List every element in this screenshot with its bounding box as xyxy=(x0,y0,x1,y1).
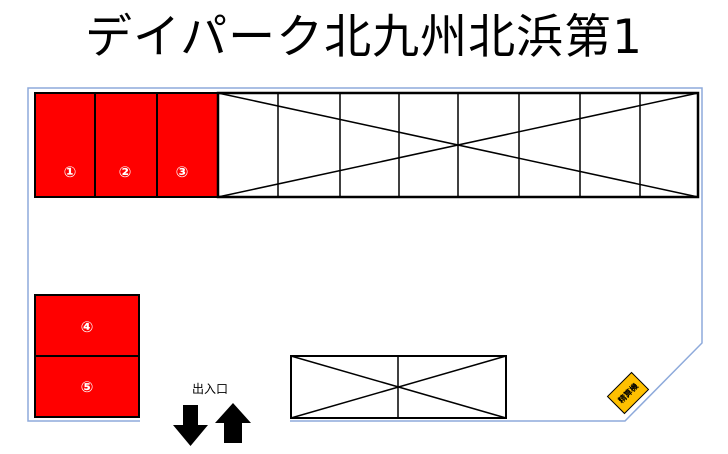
arrow-up-icon xyxy=(215,403,251,443)
page-title: デイパーク北九州北浜第1 xyxy=(85,10,643,65)
stall-3[interactable] xyxy=(156,92,219,198)
stall-3-label: ③ xyxy=(176,163,189,181)
bottom-unavailable-area xyxy=(290,355,507,419)
payment-machine[interactable]: 精算機 xyxy=(606,371,650,415)
stall-1[interactable] xyxy=(34,92,96,198)
left-stalls: ④ ⑤ xyxy=(34,294,140,418)
arrow-down-icon xyxy=(173,405,208,446)
top-row-stalls: ① ② ③ xyxy=(34,92,219,198)
stall-2[interactable] xyxy=(94,92,158,198)
stall-4[interactable] xyxy=(34,294,140,357)
entrance-label: 出入口 xyxy=(192,382,228,396)
cross-line xyxy=(290,355,507,419)
stall-4-label: ④ xyxy=(81,318,94,336)
stall-5-label: ⑤ xyxy=(81,378,94,396)
stall-1-label: ① xyxy=(64,163,77,181)
entrance: 出入口 xyxy=(173,382,251,446)
top-unavailable-area xyxy=(216,91,700,199)
cross-line xyxy=(217,92,699,198)
stall-5[interactable] xyxy=(34,355,140,418)
lot-boundary xyxy=(27,87,703,422)
stall-2-label: ② xyxy=(119,163,132,181)
